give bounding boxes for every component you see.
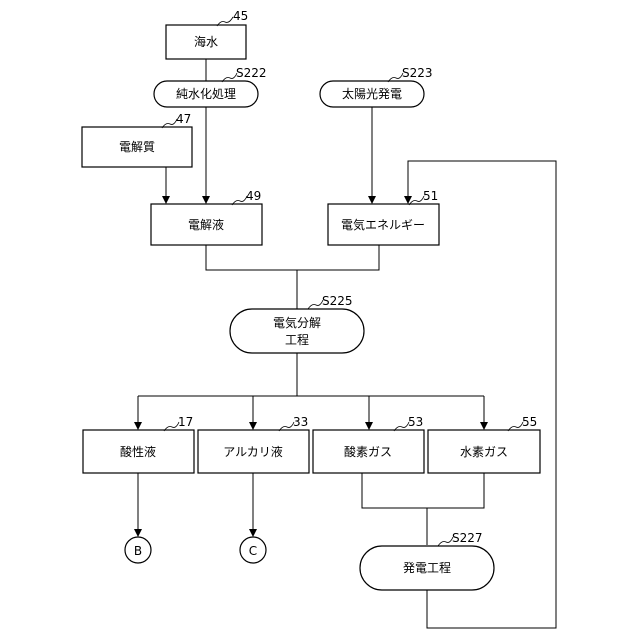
ref-s223: S223 [402, 66, 433, 80]
ref-49: 49 [246, 189, 261, 203]
ref-45: 45 [233, 9, 248, 23]
leader-s225 [308, 300, 323, 309]
solar-process: 太陽光発電 [320, 81, 424, 107]
solar-label: 太陽光発電 [342, 86, 402, 101]
electric-energy-box: 電気エネルギー [328, 204, 439, 245]
acid-label: 酸性液 [120, 444, 156, 459]
power-gen-process: 発電工程 [360, 546, 494, 590]
electrolyte-solution-label: 電解液 [188, 217, 224, 232]
electrolyte-box: 電解質 [82, 127, 192, 167]
electrolysis-process: 電気分解 工程 [230, 309, 364, 353]
alkali-label: アルカリ液 [223, 444, 283, 459]
electrolysis-label-line1: 電気分解 [273, 315, 321, 330]
oxygen-box: 酸素ガス [313, 430, 424, 473]
hydrogen-label: 水素ガス [460, 445, 508, 459]
connector-c-label: C [249, 544, 257, 558]
ref-s222: S222 [236, 66, 267, 80]
electrolysis-label-line2: 工程 [285, 332, 309, 347]
electrolyte-solution-box: 電解液 [151, 204, 262, 245]
ref-47: 47 [176, 112, 191, 126]
connector-b: B [125, 537, 151, 563]
ref-s227: S227 [452, 531, 483, 545]
electric-energy-label: 電気エネルギー [341, 217, 425, 232]
ref-17: 17 [178, 415, 193, 429]
connector-c: C [240, 537, 266, 563]
connector-electrolysis-to-outputs [138, 353, 484, 396]
electrolyte-label: 電解質 [119, 139, 155, 154]
ref-s225: S225 [322, 294, 353, 308]
power-gen-label: 発電工程 [403, 560, 451, 575]
seawater-box: 海水 [166, 25, 246, 59]
alkali-box: アルカリ液 [198, 430, 309, 473]
pure-water-process: 純水化処理 [154, 81, 258, 107]
oxygen-label: 酸素ガス [344, 444, 392, 459]
ref-33: 33 [293, 415, 308, 429]
pure-water-label: 純水化処理 [176, 87, 236, 101]
seawater-label: 海水 [194, 34, 218, 49]
ref-55: 55 [522, 415, 537, 429]
connector-b-label: B [134, 544, 142, 558]
acid-box: 酸性液 [83, 430, 194, 473]
hydrogen-box: 水素ガス [428, 430, 540, 473]
connector-merge-to-electrolysis [206, 245, 379, 309]
ref-53: 53 [408, 415, 423, 429]
leader-s227 [438, 537, 453, 546]
ref-51: 51 [423, 189, 438, 203]
